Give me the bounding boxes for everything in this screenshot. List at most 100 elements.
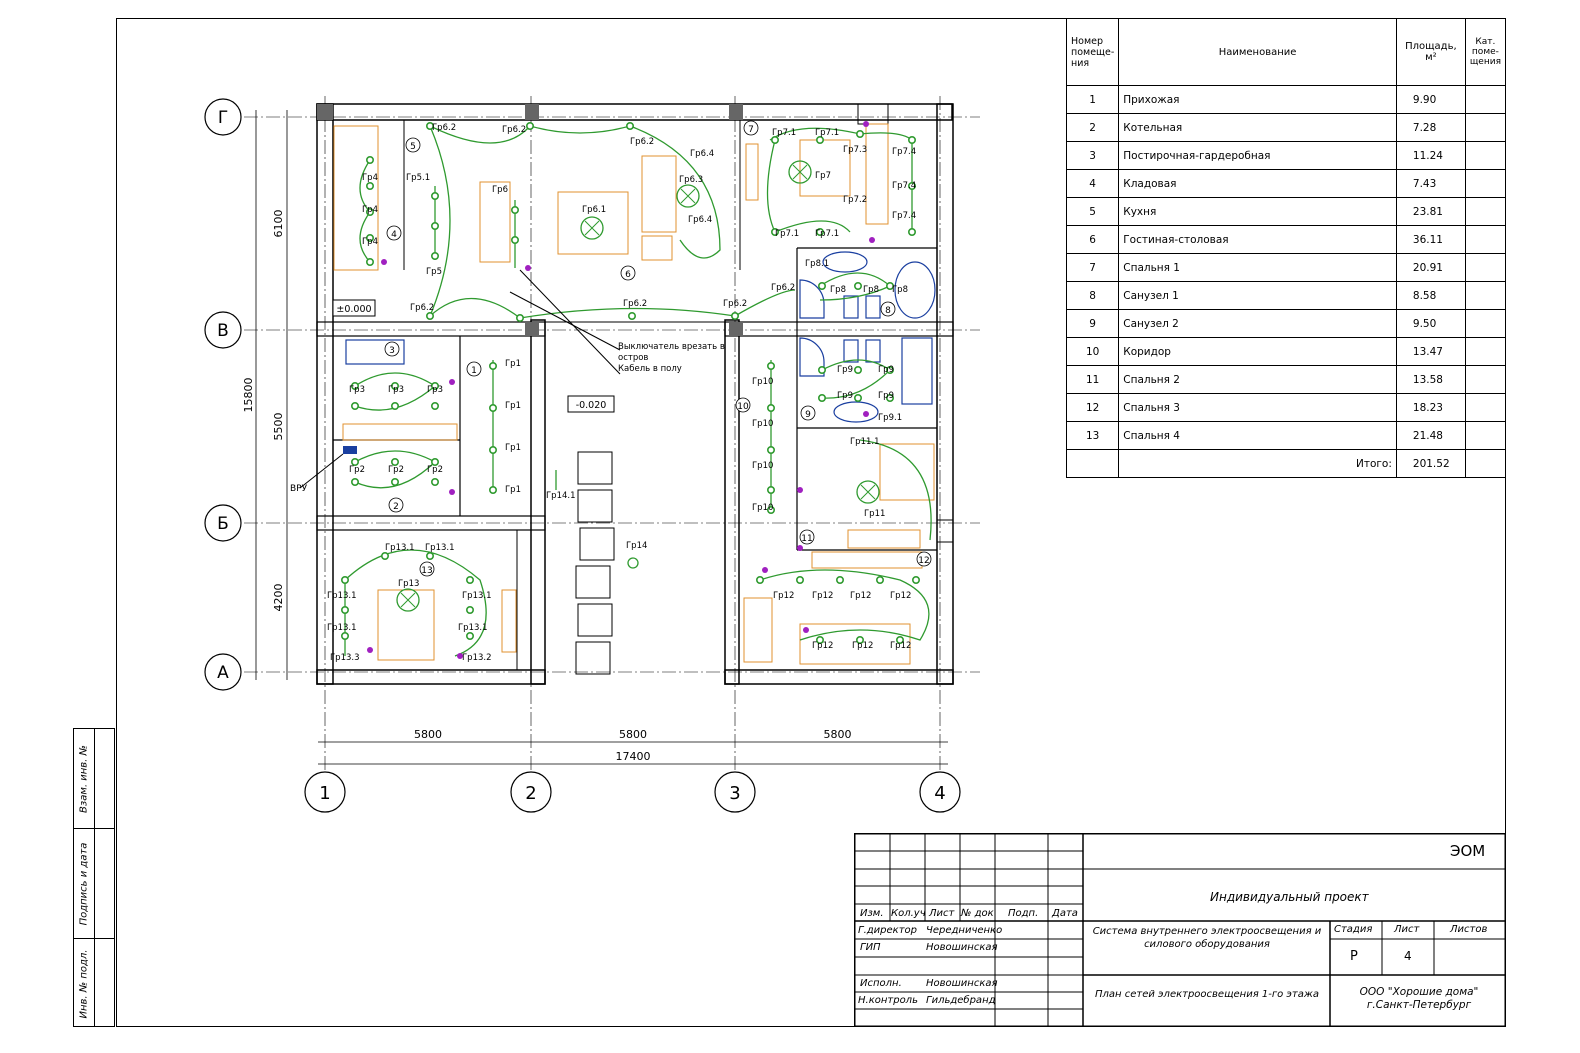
th-cat: Кат. поме-щения [1464,18,1507,86]
cell-name: Спальня 2 [1118,365,1397,394]
bidet-1 [865,295,881,319]
drawing-frame [116,18,1506,1027]
stamp-h-list: Лист [929,908,955,919]
room-number-circle [388,497,404,513]
room-number: 13 [421,566,432,576]
bathroom-fixtures [345,251,936,423]
stamp-r3-role: Исполн. [860,978,902,989]
lamp-point [488,445,497,454]
lamp-point [907,228,916,237]
lamp-point [817,281,826,290]
lamp-point [430,252,439,261]
lamp-point [390,457,399,466]
group-label: Гр6.2 [432,123,456,133]
switch-symbol [863,411,869,417]
leader-switch [509,291,621,351]
paving-tile [575,641,611,675]
lamp-point [835,575,844,584]
lamp-point [855,635,864,644]
chandelier [788,160,812,184]
cell-name: Спальня 3 [1118,393,1397,422]
cell-cat [1464,225,1507,254]
cell-name: Санузел 1 [1118,281,1397,310]
group-label: Гр8 [892,285,908,295]
desk-2 [879,443,935,501]
switch-symbol [803,627,809,633]
lamp-point [465,631,474,640]
column [936,519,954,543]
cell-cat [1464,253,1507,282]
stamp-r1-role: Г.директор [858,925,917,936]
group-label: Гр6.4 [688,215,712,225]
vru-label: ВРУ [290,484,308,494]
lamp-point [885,365,894,374]
axis-bubble-col [510,771,552,813]
group-label: Гр6 [492,185,508,195]
lamp-point [853,393,862,402]
lamp-point [340,631,349,640]
lamp-point [766,361,775,370]
wardrobe-1 [865,123,889,225]
tv-stand [745,143,759,201]
bidet-2 [865,339,881,363]
lamp-point [627,311,636,320]
switch-symbol [449,489,455,495]
note-cable: Кабель в полу [618,364,682,374]
lamp-point [390,381,399,390]
kitchen-cabinets [333,125,379,271]
lamp-point [770,136,779,145]
lamp-point [350,401,359,410]
stamp-h-kol: Кол.уч [891,908,926,919]
lamp-point [430,192,439,201]
switch-symbol [762,567,768,573]
level-box-main [332,299,376,317]
cell-name: Коридор [1118,337,1397,366]
group-label: Гр4 [362,173,378,183]
group-label: Гр10 [752,503,773,513]
group-label: Гр7 [815,171,831,181]
cell-name: Постирочная-гардеробная [1118,141,1397,170]
group-label: Гр13 [398,579,419,589]
group-label: Гр10 [752,377,773,387]
switch-symbol [525,265,531,271]
rooms-table: Номер помеще-ния Наименование Площадь, м… [1065,18,1507,478]
furniture [333,123,935,665]
group-label: Гр11.1 [850,437,880,447]
cell-area: 13.47 [1395,337,1466,366]
cell-total-cat [1464,449,1507,478]
room-number-circle [405,137,421,153]
column [317,104,333,120]
switch-symbol [449,379,455,385]
stamp-code: ЭОМ [1450,842,1486,860]
lamp-point [817,393,826,402]
lamp-point [815,136,824,145]
lamp-point [885,393,894,402]
room-number-circle [799,529,815,545]
paving-tile [577,451,613,485]
cell-cat [1464,113,1507,142]
side-cell-inv: Инв. № подл. [74,939,114,1028]
group-label: Гр13.1 [327,623,357,633]
side-cell-vzam: Взам. инв. № [74,729,114,829]
wall-top [316,103,953,121]
lamp-point [340,605,349,614]
lamp-point [795,575,804,584]
cell-cat [1464,393,1507,422]
group-label: Гр7.2 [843,195,867,205]
side-divider [94,729,95,1026]
cell-area: 23.81 [1395,197,1466,226]
axis-label-col: 2 [525,783,536,804]
stamp-r4-name: Гильдебранд [926,995,996,1006]
table-total-row: Итого:201.52 [1065,449,1507,478]
room-number-circle [735,397,751,413]
axis-bubble-col [919,771,961,813]
lamp-point [766,505,775,514]
group-label: Гр10 [752,419,773,429]
toilet-1 [843,295,859,319]
stamp-sheet: 4 [1404,949,1412,963]
group-label: Гр13.2 [462,653,492,663]
group-label: Гр7.3 [843,145,867,155]
cell-num: 12 [1065,393,1120,422]
